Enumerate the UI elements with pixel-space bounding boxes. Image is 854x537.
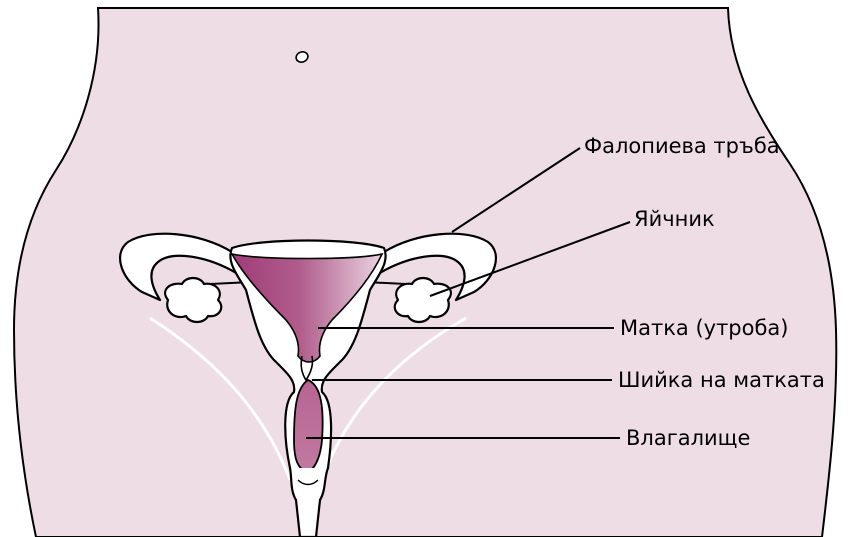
right-ovary (395, 278, 451, 322)
left-ovary (165, 278, 221, 322)
label-cervix: Шийка на матката (618, 368, 825, 392)
label-ovary: Яйчник (634, 207, 715, 231)
label-fallopian-tube: Фалопиева тръба (584, 134, 780, 158)
vagina (294, 380, 323, 472)
label-vagina: Влагалище (626, 426, 750, 450)
label-uterus: Матка (утроба) (620, 316, 789, 340)
